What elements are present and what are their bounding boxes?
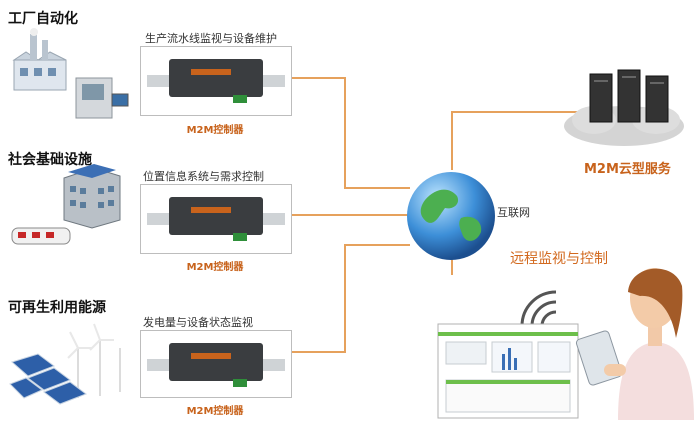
person-with-tablet-illustration — [575, 268, 694, 420]
section-title-energy: 可再生利用能源 — [8, 300, 106, 316]
panel-factory — [140, 46, 292, 116]
machine-icon — [75, 77, 129, 119]
controller-device-icon — [147, 59, 285, 103]
cloud-service-label: M2M云型服务 — [584, 162, 671, 177]
globe-label: 互联网 — [497, 206, 530, 219]
train-icon — [11, 227, 71, 245]
factory-icon — [12, 28, 67, 91]
line-energy — [290, 244, 410, 353]
controller-label-factory: M2M控制器 — [186, 125, 244, 136]
globe-icon — [407, 172, 495, 260]
remote-monitoring-label: 远程监视与控制 — [510, 251, 608, 267]
building-icon — [63, 164, 121, 229]
controller-label-energy: M2M控制器 — [186, 406, 244, 417]
line-cloud — [451, 111, 590, 170]
controller-label-infrastructure: M2M控制器 — [186, 262, 244, 273]
section-title-infrastructure: 社会基础设施 — [8, 152, 92, 168]
solar-wind-icon — [9, 323, 121, 405]
controller-device-icon — [147, 197, 285, 241]
caption-infrastructure: 位置信息系统与需求控制 — [143, 170, 264, 183]
caption-energy: 发电量与设备状态监视 — [143, 316, 253, 329]
caption-factory: 生产流水线监视与设备维护 — [145, 32, 277, 45]
line-factory — [290, 77, 410, 189]
section-title-factory: 工厂自动化 — [8, 11, 78, 27]
cloud-server-icon — [564, 69, 684, 146]
panel-energy — [140, 330, 292, 398]
monitor-screen-illustration — [437, 323, 579, 419]
panel-infrastructure — [140, 184, 292, 254]
controller-device-icon — [147, 343, 285, 387]
